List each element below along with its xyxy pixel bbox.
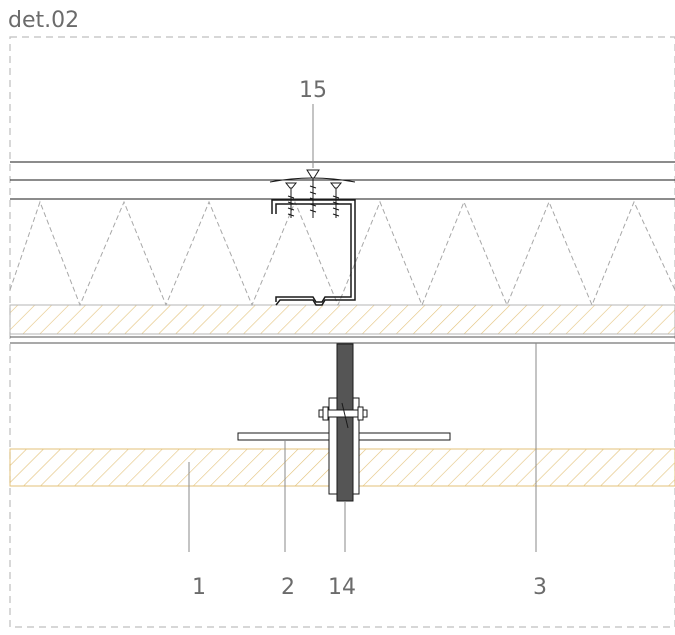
detail-title: det.02 [8,8,79,33]
threaded-rod [336,343,354,502]
screw-2 [306,169,320,218]
insulation-zigzag [9,200,675,307]
label-15: 15 [299,78,327,103]
label-14: 14 [328,575,356,600]
bolt [318,409,368,418]
label-3: 3 [533,575,547,600]
leader-lines [188,104,537,552]
upper-hatched-layer [9,304,675,335]
label-2: 2 [281,575,295,600]
label-1: 1 [192,575,206,600]
screws [269,169,356,218]
membrane-sheet [10,336,675,344]
screw-3 [329,182,343,218]
anchor-assembly [237,343,451,502]
screw-1 [284,182,298,218]
